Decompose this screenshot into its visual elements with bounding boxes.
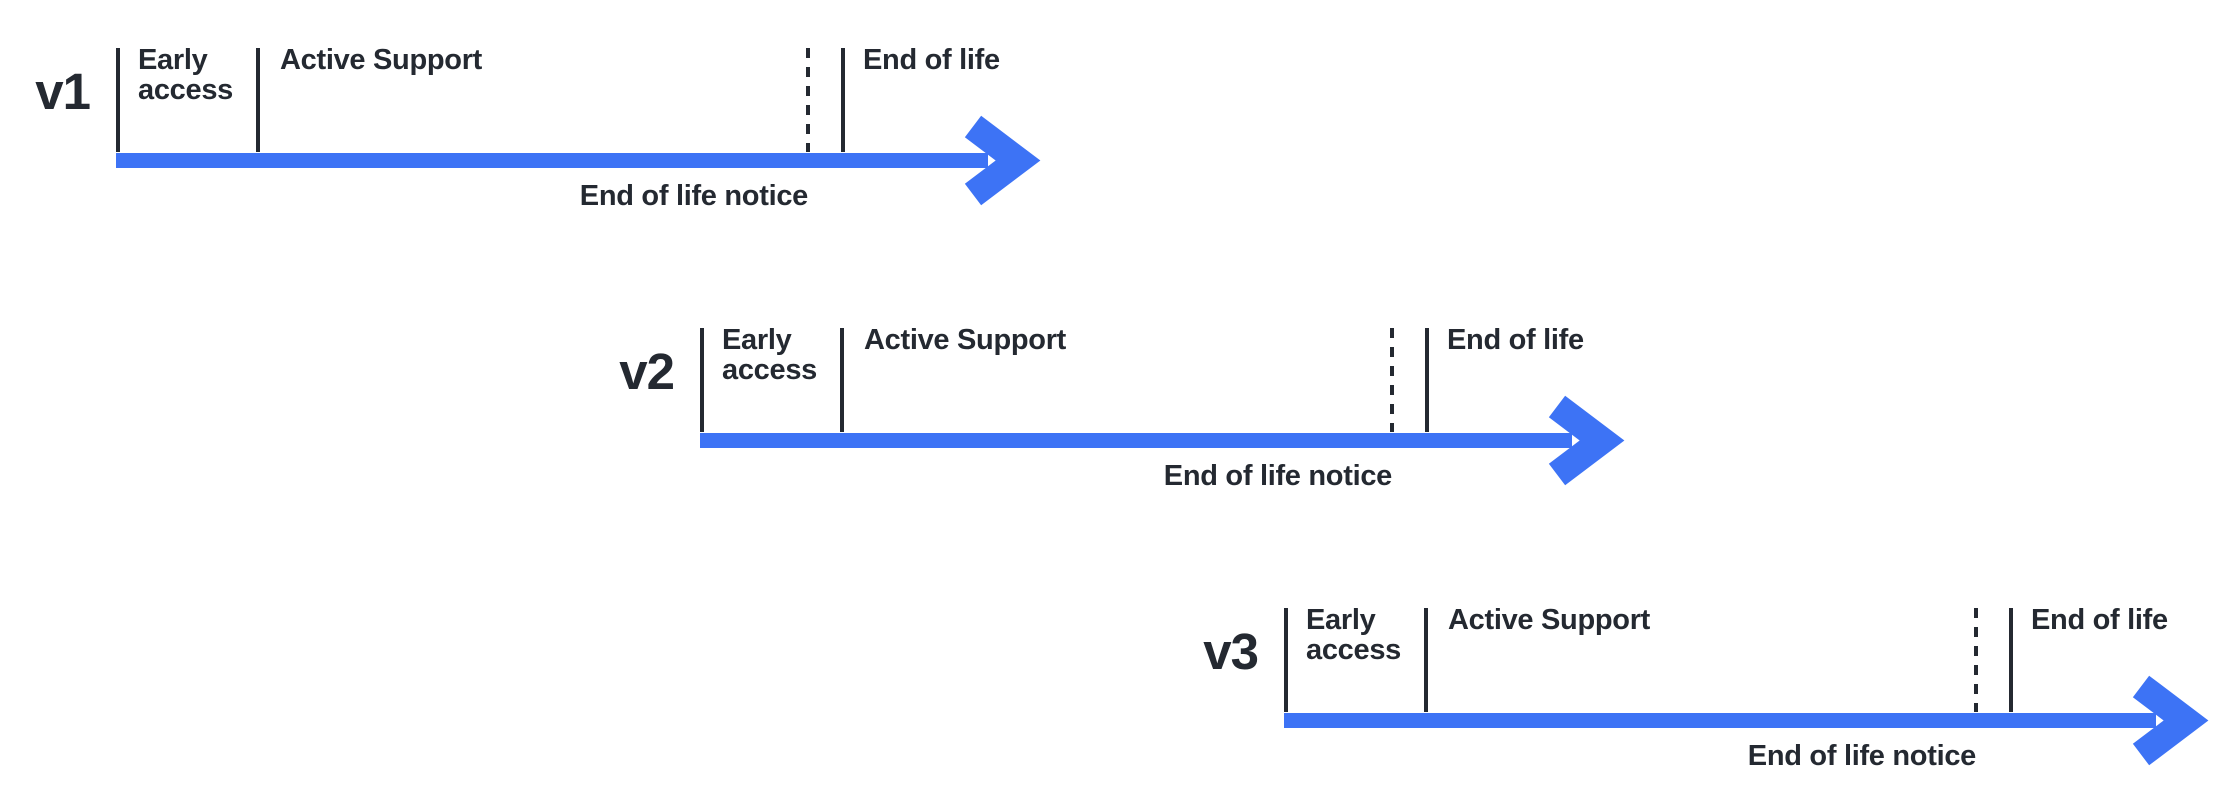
active-support-label: Active Support (280, 44, 483, 76)
early-access-label: Early access (1306, 604, 1401, 666)
early-access-label: Early access (138, 44, 233, 106)
timeline-arrow-shaft (700, 433, 1572, 448)
active-support-label: Active Support (864, 324, 1067, 356)
end-of-life-notice-label: End of life notice (1747, 740, 1977, 772)
version-label: v1 (35, 63, 91, 120)
version-label: v3 (1203, 623, 1259, 680)
timeline-v1-graphic (116, 48, 1041, 206)
timeline-arrow-head (1548, 395, 1625, 486)
version-label: v2 (619, 343, 675, 400)
early-access-label: Early access (722, 324, 817, 386)
timeline-v2-graphic (700, 328, 1625, 486)
end-of-life-notice-label: End of life notice (1163, 460, 1393, 492)
active-support-label: Active Support (1448, 604, 1651, 636)
timeline-arrow-shaft (116, 153, 988, 168)
end-of-life-label: End of life (1447, 324, 1584, 356)
timeline-arrow-head (964, 115, 1041, 206)
timeline-v3-graphic (1284, 608, 2209, 766)
timeline-v1: v1 Early access Active Support End of li… (18, 44, 1138, 223)
end-of-life-label: End of life (863, 44, 1000, 76)
timeline-arrow-shaft (1284, 713, 2156, 728)
end-of-life-label: End of life (2031, 604, 2168, 636)
timeline-v3: v3 Early access Active Support End of li… (1186, 604, 2228, 783)
timeline-v2: v2 Early access Active Support End of li… (602, 324, 1722, 503)
end-of-life-notice-label: End of life notice (579, 180, 809, 212)
timeline-arrow-head (2132, 675, 2209, 766)
